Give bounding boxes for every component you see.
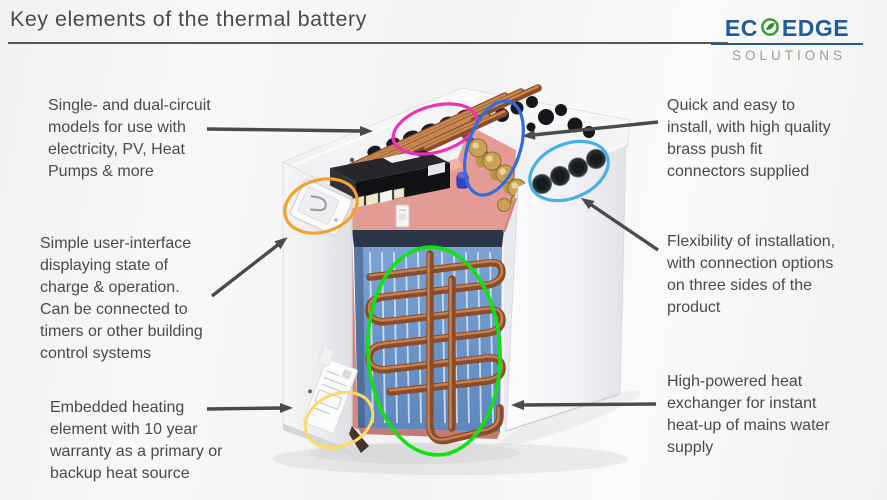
highlight-ellipse-magenta-pipes bbox=[391, 102, 479, 156]
logo-tagline: SOLUTIONS bbox=[731, 48, 846, 63]
logo-divider bbox=[711, 43, 863, 45]
side-connectors bbox=[531, 148, 607, 195]
arrow-heating-element bbox=[206, 403, 293, 414]
callout-installation-flexibility: Flexibility of installation, with connec… bbox=[667, 233, 836, 316]
callout-heating-element: Embedded heating element with 10 year wa… bbox=[50, 399, 223, 482]
logo-text-edge: EDGE bbox=[781, 15, 850, 41]
callout-push-fit-connectors: Quick and easy to install, with high qua… bbox=[667, 97, 831, 180]
callout-circuit-models: Single- and dual-circuit models for use … bbox=[48, 97, 211, 180]
leaf-icon bbox=[760, 16, 780, 42]
logo-wordmark: EC EDGE bbox=[711, 15, 863, 41]
brand-logo: EC EDGE SOLUTIONS bbox=[711, 15, 863, 63]
arrow-installation-flexibility bbox=[580, 197, 659, 252]
arrow-push-fit-connectors bbox=[522, 120, 659, 140]
arrow-circuit-models bbox=[206, 125, 373, 136]
arrow-user-interface bbox=[210, 237, 288, 298]
callout-user-interface: Simple user-interface displaying state o… bbox=[40, 235, 203, 362]
highlight-ellipse-green-coil bbox=[366, 245, 502, 457]
heat-exchanger-coil bbox=[365, 250, 506, 445]
callout-heat-exchanger: High-powered heat exchanger for instant … bbox=[667, 373, 830, 456]
highlight-ellipse-orange-display bbox=[283, 177, 359, 235]
user-interface-display bbox=[289, 178, 353, 236]
highlight-ellipse-yellow-element bbox=[303, 390, 375, 450]
copper-pipes bbox=[332, 84, 542, 192]
highlight-ellipse-lightblue-connectors bbox=[528, 139, 610, 203]
brass-fittings bbox=[456, 138, 527, 212]
title-divider bbox=[8, 42, 728, 44]
highlight-ellipse-blue-brass bbox=[463, 99, 525, 197]
right-side-panel bbox=[505, 142, 627, 432]
page-title: Key elements of the thermal battery bbox=[10, 7, 367, 31]
battery-unit bbox=[282, 84, 631, 456]
logo-text-ec: EC bbox=[724, 15, 758, 41]
arrow-heat-exchanger bbox=[511, 399, 657, 410]
